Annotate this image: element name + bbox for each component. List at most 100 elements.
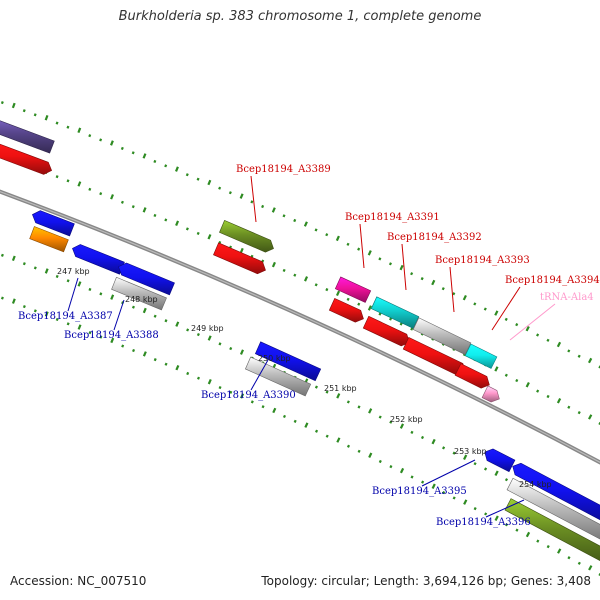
scale-tick	[164, 164, 168, 168]
scale-tick	[462, 294, 467, 301]
gene-feature[interactable]	[213, 242, 266, 275]
gene-feature[interactable]	[504, 498, 600, 565]
gene-label[interactable]: Bcep18194_A3392	[387, 232, 482, 243]
gene-label[interactable]: Bcep18194_A3393	[435, 255, 530, 266]
gene-feature[interactable]	[454, 363, 490, 389]
scale-tick	[293, 218, 297, 223]
gene-label-leader	[449, 266, 455, 313]
scale-tick	[293, 273, 297, 277]
scale-tick	[22, 305, 26, 309]
scale-tick	[196, 177, 200, 181]
scale-tick	[335, 290, 341, 297]
gene-label[interactable]: Bcep18194_A3388	[64, 330, 159, 341]
gene-label[interactable]: Bcep18194_A3394	[505, 275, 600, 286]
scale-tick	[174, 166, 179, 172]
scale-tick	[556, 341, 562, 348]
gene-feature[interactable]	[334, 276, 372, 303]
scale-tick	[378, 459, 382, 464]
scale-tick	[99, 292, 103, 296]
scale-tick	[142, 307, 147, 314]
scale-tick	[55, 175, 59, 179]
gene-feature[interactable]	[32, 210, 75, 237]
scale-tick	[142, 153, 147, 159]
gene-label-leader	[250, 359, 269, 391]
scale-label: 254 kbp	[519, 480, 552, 489]
scale-tick	[557, 548, 562, 554]
gene-feature[interactable]	[244, 356, 312, 397]
scale-tick	[55, 121, 59, 125]
scale-tick	[66, 179, 70, 183]
gene-label[interactable]: Bcep18194_A3390	[201, 390, 296, 401]
scale-tick	[463, 454, 468, 461]
gene-feature[interactable]	[0, 118, 55, 154]
scale-tick	[452, 496, 456, 500]
gene-feature[interactable]	[219, 219, 274, 253]
scale-tick	[463, 499, 468, 505]
scale-tick	[368, 408, 373, 414]
gene-label-leader	[113, 299, 125, 331]
gene-label[interactable]: Bcep18194_A3387	[18, 311, 113, 322]
scale-tick	[175, 321, 180, 327]
gene-feature[interactable]	[370, 296, 420, 329]
gene-feature[interactable]	[118, 262, 175, 296]
gene-feature[interactable]	[481, 385, 500, 403]
scale-label: 248 kbp	[125, 295, 158, 304]
scale-tick	[33, 309, 37, 313]
accession-label: Accession: NC_007510	[10, 574, 147, 588]
scale-tick	[335, 235, 340, 242]
gene-feature[interactable]	[412, 317, 472, 355]
gene-label[interactable]: Bcep18194_A3391	[345, 212, 440, 223]
gene-feature[interactable]	[254, 341, 322, 382]
scale-tick	[546, 338, 550, 342]
scale-tick	[567, 405, 571, 409]
scale-label: 247 kbp	[57, 267, 90, 276]
scale-tick	[175, 220, 180, 226]
scale-tick	[346, 444, 351, 448]
scale-tick	[185, 173, 189, 177]
gene-label[interactable]: Bcep18194_A3389	[236, 164, 331, 175]
gene-feature[interactable]	[328, 297, 364, 323]
scale-tick	[88, 187, 92, 191]
scale-tick	[153, 314, 157, 318]
gene-feature[interactable]	[111, 276, 167, 311]
scale-tick	[131, 151, 135, 155]
gene-label[interactable]: tRNA-Ala4	[540, 292, 594, 303]
scale-tick	[228, 191, 232, 195]
scale-tick	[207, 179, 212, 186]
scale-tick	[66, 322, 70, 326]
gene-feature[interactable]	[72, 244, 125, 275]
gene-label[interactable]: Bcep18194_A3396	[436, 517, 531, 528]
scale-tick	[196, 332, 200, 337]
scale-tick	[314, 385, 318, 389]
scale-tick	[515, 378, 519, 383]
scale-tick	[452, 451, 456, 455]
scale-tick	[120, 200, 124, 204]
scale-tick	[504, 478, 509, 482]
scale-tick	[441, 287, 445, 291]
gene-label[interactable]: Bcep18194_A3395	[372, 486, 467, 497]
gene-feature[interactable]	[0, 141, 53, 175]
scale-tick	[346, 400, 350, 404]
scale-tick	[314, 283, 318, 287]
scale-tick	[515, 322, 519, 327]
scale-tick	[110, 140, 114, 146]
scale-label: 250 kbp	[258, 354, 291, 363]
gene-feature[interactable]	[464, 343, 498, 369]
gene-feature[interactable]	[512, 462, 600, 523]
chromosome-backbone	[0, 189, 600, 465]
scale-tick	[77, 324, 82, 330]
scale-tick	[196, 376, 201, 380]
scale-tick	[525, 382, 530, 388]
scale-tick	[483, 307, 487, 311]
gene-feature[interactable]	[484, 448, 516, 473]
scale-tick	[577, 411, 581, 415]
scale-tick	[239, 193, 244, 199]
scale-tick	[494, 310, 499, 316]
scale-tick	[420, 435, 425, 440]
gene-feature[interactable]	[506, 477, 600, 542]
scale-tick	[410, 475, 414, 479]
gene-feature[interactable]	[29, 226, 69, 253]
scale-tick	[88, 331, 92, 335]
